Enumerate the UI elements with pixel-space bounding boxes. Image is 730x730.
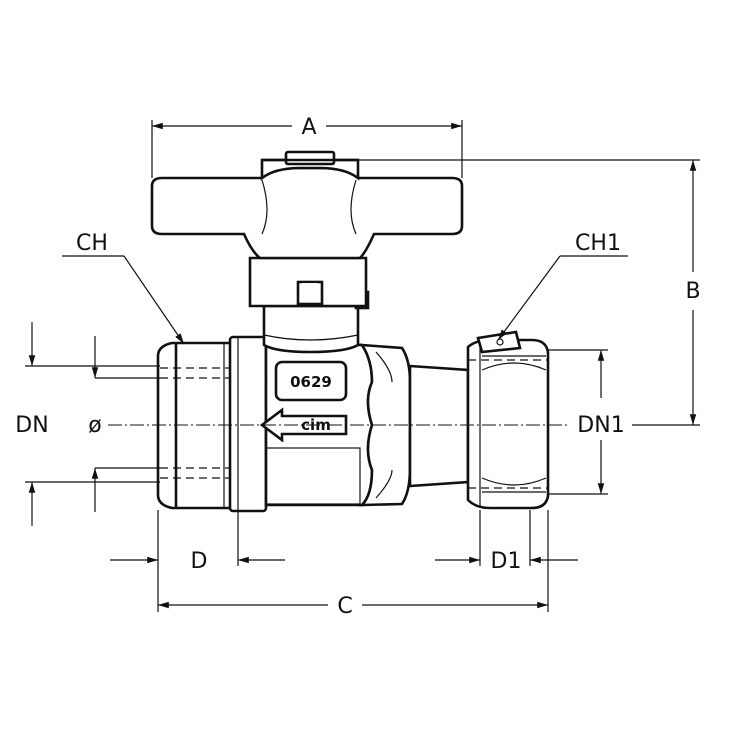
label-diameter: ø xyxy=(88,413,101,438)
flange-ring xyxy=(228,335,268,513)
dimension-b: B xyxy=(358,159,701,426)
dimension-d1: D1 xyxy=(435,510,578,574)
union-lock-tab xyxy=(476,330,522,354)
label-b: B xyxy=(685,279,700,304)
dimension-a: A xyxy=(151,115,463,178)
dimension-dn: DN xyxy=(15,322,160,526)
stem-neck xyxy=(262,304,360,354)
butterfly-handle xyxy=(150,150,464,260)
label-ch: CH xyxy=(76,231,108,256)
dimension-c: C xyxy=(157,510,549,619)
dimension-dn1: DN1 xyxy=(548,349,632,495)
body-marking-box: 0629 xyxy=(274,360,348,402)
label-dn: DN xyxy=(15,413,48,438)
label-ch1: CH1 xyxy=(575,231,621,256)
label-d1: D1 xyxy=(491,549,522,574)
valve-body xyxy=(156,330,550,513)
label-a: A xyxy=(301,115,316,140)
handle-wings xyxy=(150,166,464,260)
valve-stem xyxy=(248,256,370,354)
brand-arrow: cim xyxy=(259,407,348,443)
label-d: D xyxy=(191,549,208,574)
label-dn1: DN1 xyxy=(577,413,624,438)
label-c: C xyxy=(337,594,352,619)
union-neck xyxy=(408,364,470,488)
leader-ch1: CH1 xyxy=(497,231,628,341)
dimension-d: D xyxy=(110,512,285,574)
leader-ch: CH xyxy=(62,231,185,345)
size-code-text: 0629 xyxy=(290,373,332,391)
dimension-diameter: ø xyxy=(88,336,160,512)
